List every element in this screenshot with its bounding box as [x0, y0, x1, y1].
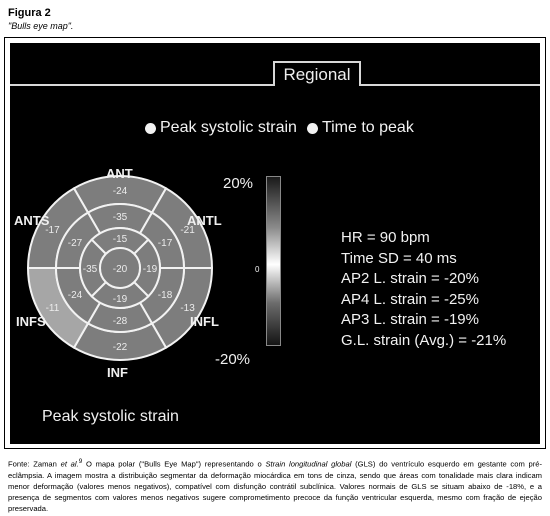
label-ant: ANT: [106, 166, 133, 181]
mode-label: Peak systolic strain: [42, 408, 179, 425]
figure-frame: Regional Peak systolic strain Time to pe…: [4, 37, 546, 449]
radio-group: Peak systolic strain Time to peak: [145, 119, 414, 137]
echo-screen: Regional Peak systolic strain Time to pe…: [10, 43, 540, 444]
radio-time-to-peak-icon[interactable]: [306, 122, 318, 134]
stat-ap4: AP4 L. strain = -25%: [341, 290, 479, 308]
grayscale-bar: [266, 176, 281, 346]
tab-underline-left: [10, 84, 275, 86]
mid-segment-value: -17: [158, 238, 173, 249]
stat-ap2: AP2 L. strain = -20%: [341, 270, 479, 287]
figure-subtitle: "Bulls eye map".: [8, 21, 74, 31]
label-antl: ANTL: [187, 213, 222, 228]
label-ants: ANTS: [14, 213, 50, 228]
apex-segment-value: -20: [113, 264, 128, 275]
label-infs: INFS: [16, 314, 46, 329]
scale-bottom-label: -20%: [215, 351, 251, 368]
stat-time-sd: Time SD = 40 ms: [341, 249, 457, 267]
bulls-eye-map: -24 -21 -13 -22 -11 -17 -35 -17 -18 -28 -24 -27 -15 -…: [26, 175, 214, 361]
tab-regional[interactable]: Regional: [273, 61, 361, 86]
mid-segment-value: -35: [113, 212, 128, 223]
radio-peak-systolic-label[interactable]: Peak systolic strain: [160, 119, 297, 136]
mid-segment-value: -24: [68, 290, 83, 301]
mid-segment-value: -18: [158, 290, 173, 301]
stats-panel: HR = 90 bpm Time SD = 40 ms AP2 L. strai…: [341, 228, 506, 351]
label-inf: INF: [107, 365, 128, 380]
tab-underline-right: [359, 84, 540, 86]
label-infl: INFL: [190, 314, 219, 329]
basal-segment-value: -24: [113, 186, 128, 197]
apical-segment-value: -35: [83, 264, 98, 275]
apical-segment-value: -19: [143, 264, 158, 275]
scale-top-label: 20%: [223, 175, 254, 192]
apex-segment: [99, 247, 141, 289]
apical-segment-value: -15: [113, 234, 128, 245]
basal-segment-value: -13: [180, 303, 195, 314]
stat-hr: HR = 90 bpm: [341, 229, 430, 246]
mid-segment-value: -27: [68, 238, 83, 249]
basal-segment-value: -17: [45, 225, 60, 236]
scale-mid-label: 0: [255, 265, 260, 274]
figure-title: Figura 2: [8, 7, 51, 19]
apical-segment-value: -19: [113, 294, 128, 305]
stat-ap3: AP3 L. strain = -19%: [341, 311, 479, 328]
radio-peak-systolic-icon[interactable]: [145, 122, 156, 134]
stat-gls: G.L. strain (Avg.) = -21%: [341, 331, 507, 349]
figure-caption: Fonte: Zaman et al.9 O mapa polar ("Bull…: [8, 458, 542, 513]
mid-segment-value: -28: [113, 316, 128, 327]
basal-segment-value: -21: [180, 225, 195, 236]
radio-time-to-peak-label[interactable]: Time to peak: [321, 119, 414, 136]
basal-segment-value: -22: [113, 342, 128, 353]
basal-segment-value: -11: [46, 303, 60, 314]
